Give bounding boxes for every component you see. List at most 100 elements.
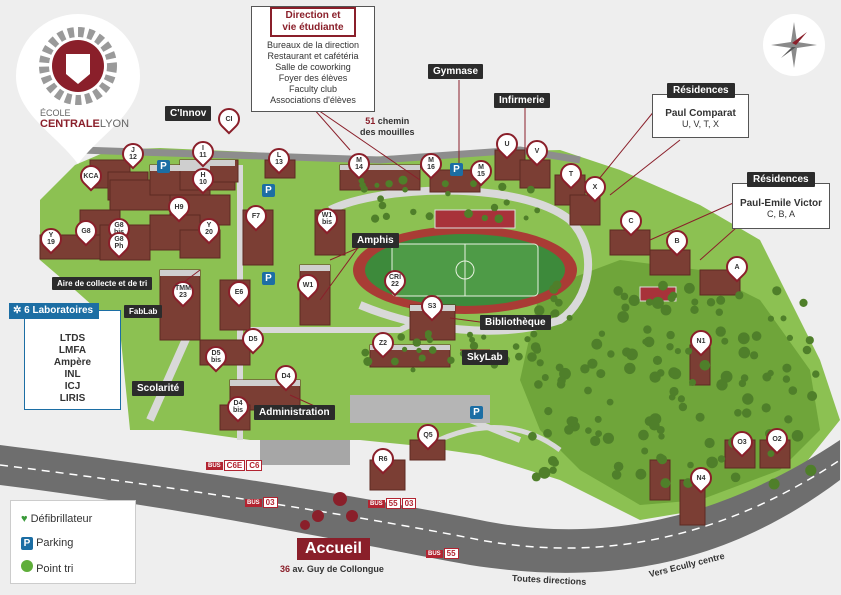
pin-sub: bis <box>210 357 222 364</box>
pin-code: W1 <box>302 281 314 289</box>
pin-code: R6 <box>378 455 388 463</box>
pin-code: I <box>202 145 204 152</box>
pin-code: KCA <box>83 172 99 180</box>
pin-code: X <box>592 183 598 191</box>
bus-tag: BUS <box>368 499 385 508</box>
pin-code: M <box>428 157 434 164</box>
pin-code: H <box>200 172 206 179</box>
lab-item: LTDS <box>59 333 86 344</box>
direction-item: Bureaux de la direction <box>266 40 360 50</box>
residences-comparat-box: Résidences Paul Comparat U, V, T, X <box>652 83 749 138</box>
lab-item: INL <box>64 369 81 380</box>
direction-title-2: vie étudiante <box>282 22 344 33</box>
network-icon: ✲ <box>13 305 22 316</box>
direction-box: Direction et vie étudiante Bureaux de la… <box>251 6 375 112</box>
pin-code: Y <box>48 232 54 239</box>
residences-comparat-title: Résidences <box>667 83 735 98</box>
pin-sub: bis <box>321 219 333 226</box>
leader-lines <box>179 80 746 414</box>
labs-title: 6 Laboratoires <box>24 305 94 316</box>
pin-code: N4 <box>696 474 706 482</box>
bus-tag: BUS <box>426 549 443 558</box>
residences-comparat-blocks: U, V, T, X <box>681 119 720 129</box>
bus-line: C6E <box>223 460 246 471</box>
label-infirmerie: Infirmerie <box>494 93 550 108</box>
pin-code: Y <box>206 222 212 229</box>
pin-code: Z2 <box>378 339 388 347</box>
bus-line: C6 <box>246 460 263 471</box>
lab-item: Ampère <box>53 357 92 368</box>
pin-code: O2 <box>772 435 782 443</box>
direction-title-1: Direction et <box>285 10 341 21</box>
pin-code: D5 <box>211 350 221 357</box>
pin-sub: 22 <box>391 281 399 288</box>
pin-code: F7 <box>251 212 261 220</box>
accueil-title: Accueil <box>297 538 370 560</box>
legend-defib: Défibrillateur <box>30 513 93 525</box>
pin-sub: 14 <box>355 164 363 171</box>
legend: ♥ Défibrillateur P Parking Point tri <box>10 500 136 584</box>
direction-item: Associations d'élèves <box>270 95 356 105</box>
label-gymnase: Gymnase <box>428 64 484 79</box>
tennis-courts <box>434 209 516 229</box>
accueil-address: 36 av. Guy de Collongue <box>280 564 384 574</box>
residences-victor-blocks: C, B, A <box>766 209 795 219</box>
pin-code: V <box>534 147 540 155</box>
bus-line: 55 <box>385 498 401 509</box>
defibrillator-icon: ♥ <box>21 513 28 525</box>
pin-code: H9 <box>174 203 184 211</box>
labs-box: ✲ 6 Laboratoires LTDS LMFA Ampère INL IC… <box>9 303 121 410</box>
pin-sub: 11 <box>199 152 207 159</box>
labs-title-bar: ✲ 6 Laboratoires <box>9 303 100 319</box>
bus-line: 03 <box>262 497 278 508</box>
pin-code: D4 <box>281 372 291 380</box>
pin-sub: 15 <box>477 171 485 178</box>
logo-text-lyon: LYON <box>99 118 130 130</box>
label-aire-collecte: Aire de collecte et de tri <box>52 277 153 290</box>
pin-code: G8 <box>114 236 124 243</box>
direction-item: Restaurant et cafétéria <box>267 51 359 61</box>
label-administration: Administration <box>254 405 335 420</box>
pin-code: D4 <box>233 400 243 407</box>
parking-icon: P <box>157 160 170 173</box>
bus-tag: BUS <box>245 498 262 507</box>
pin-code: O3 <box>737 438 747 446</box>
pin-sub: bis <box>232 407 244 414</box>
pin-code: D5 <box>248 335 258 343</box>
legend-parking: Parking <box>36 537 74 549</box>
label-skylab: SkyLab <box>462 350 508 365</box>
parking-icon: P <box>262 272 275 285</box>
pin-code: T <box>568 170 574 178</box>
label-cinnov: C'Innov <box>165 106 212 121</box>
parking-icon: P <box>470 406 483 419</box>
label-amphis: Amphis <box>352 233 399 248</box>
pin-code: CI <box>225 115 233 123</box>
pin-code: J <box>131 147 135 154</box>
pin-code: S3 <box>427 302 437 310</box>
lab-item: ICJ <box>64 381 81 392</box>
label-bibliotheque: Bibliothèque <box>480 315 551 330</box>
pin-code: TMM <box>175 285 191 292</box>
residences-comparat-name: Paul Comparat <box>665 108 736 119</box>
pin-code: CRI <box>388 274 402 281</box>
pin-sub: 23 <box>179 292 187 299</box>
bus-tag: BUS <box>206 461 223 470</box>
residences-victor-name: Paul-Emile Victor <box>739 198 823 209</box>
compass-icon <box>763 14 825 76</box>
chemin-text-2: des mouilles <box>360 127 415 137</box>
pin-sub: 13 <box>275 159 283 166</box>
lab-item: LMFA <box>58 345 87 356</box>
direction-item: Faculty club <box>288 84 338 94</box>
residences-victor-box: Résidences Paul-Emile Victor C, B, A <box>732 172 830 229</box>
pin-sub: 19 <box>47 239 55 246</box>
label-fablab: FabLab <box>124 305 163 318</box>
residences-victor-title: Résidences <box>747 172 815 187</box>
pin-code: N1 <box>696 337 706 345</box>
direction-item: Foyer des élèves <box>278 73 348 83</box>
pin-sub: Ph <box>114 243 124 250</box>
